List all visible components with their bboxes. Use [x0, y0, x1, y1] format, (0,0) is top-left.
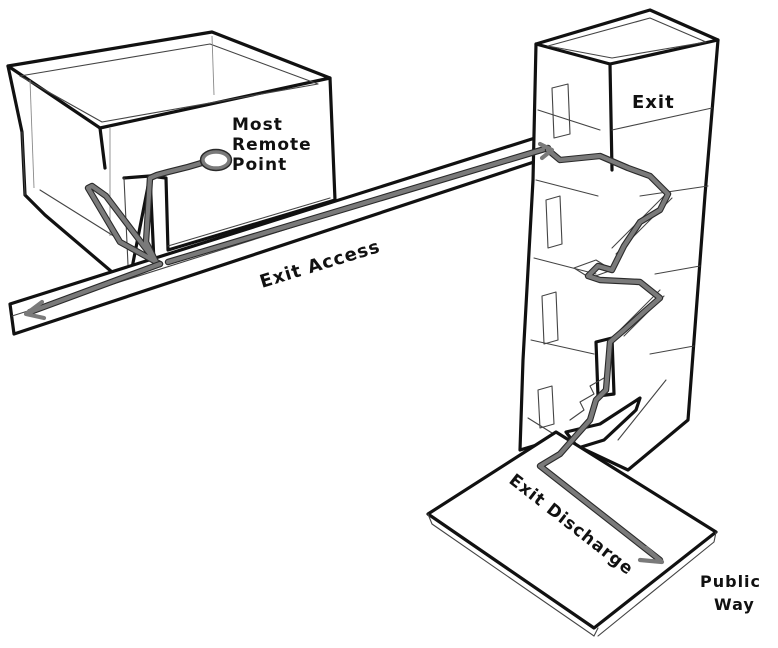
label-public-way: Public Way — [700, 572, 761, 614]
most-remote-point-line-1: Most — [232, 115, 283, 135]
label-exit: Exit — [632, 92, 675, 113]
egress-path — [23, 141, 672, 565]
exit-stair-tower — [518, 8, 720, 472]
label-most-remote-point: Most Remote Point — [232, 115, 312, 175]
public-way-line-1: Public — [700, 572, 761, 591]
exit-discharge-pad — [426, 430, 718, 637]
most-remote-point-line-3: Point — [232, 155, 287, 175]
public-way-line-2: Way — [714, 595, 755, 614]
most-remote-point-line-2: Remote — [232, 135, 312, 155]
